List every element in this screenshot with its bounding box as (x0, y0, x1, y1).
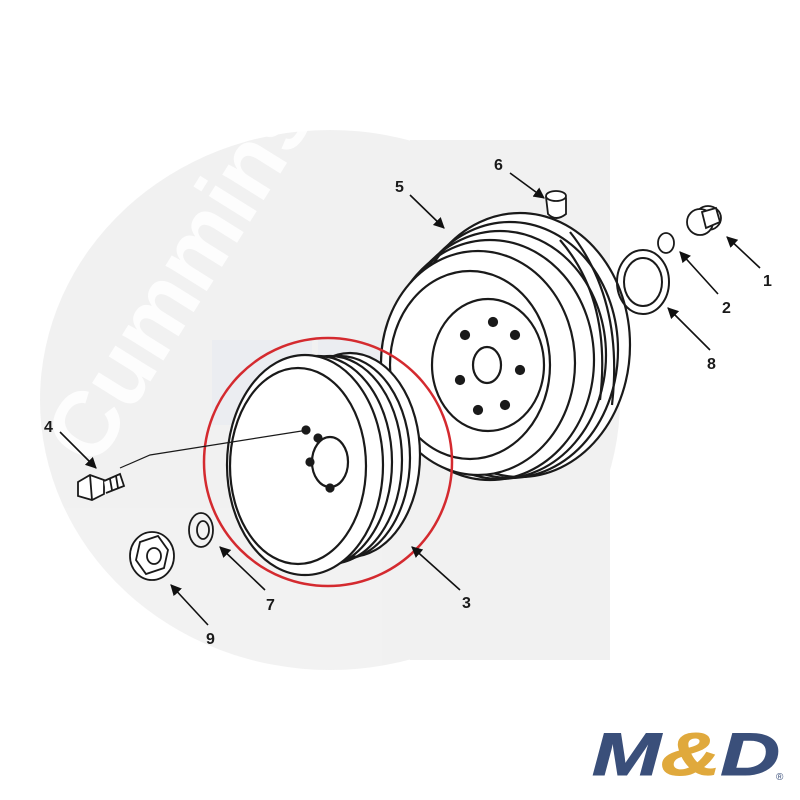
callout-9: 9 (206, 631, 215, 648)
arrow-3 (411, 546, 461, 591)
callout-8: 8 (707, 356, 716, 373)
arrow-4 (59, 431, 97, 469)
callout-4: 4 (44, 419, 53, 436)
md-logo-mark: ® (776, 772, 784, 783)
callout-5: 5 (395, 179, 404, 196)
part-8-seal-ring (616, 249, 670, 315)
part-6-dowel-pin (545, 190, 567, 219)
part-3-grooved-pulley (225, 351, 422, 577)
part-1-plug (686, 205, 722, 236)
part-4-bolt (77, 472, 126, 501)
part-2-o-ring (657, 232, 675, 254)
md-logo-text: M&D (592, 721, 780, 788)
callout-6: 6 (494, 157, 503, 174)
part-5-pulley-damper (379, 211, 632, 482)
arrow-2 (679, 251, 719, 295)
highlight-ring (202, 336, 454, 588)
md-logo-m: M (592, 721, 664, 788)
part-7-washer (188, 512, 214, 548)
arrow-1 (726, 236, 761, 269)
arrow-9 (170, 584, 209, 626)
callout-2: 2 (722, 300, 731, 317)
md-logo: M&D ® (592, 721, 785, 789)
callout-1: 1 (763, 273, 772, 290)
md-logo-amp: & (661, 721, 721, 788)
arrow-8 (667, 307, 711, 351)
arrow-7 (219, 546, 266, 591)
leader-arrows (59, 172, 761, 626)
callout-7: 7 (266, 597, 275, 614)
part-9-flange-nut (129, 531, 175, 581)
callout-3: 3 (462, 595, 471, 612)
md-logo-d: D (720, 721, 780, 788)
arrow-6 (509, 172, 545, 199)
arrow-5 (409, 194, 445, 229)
